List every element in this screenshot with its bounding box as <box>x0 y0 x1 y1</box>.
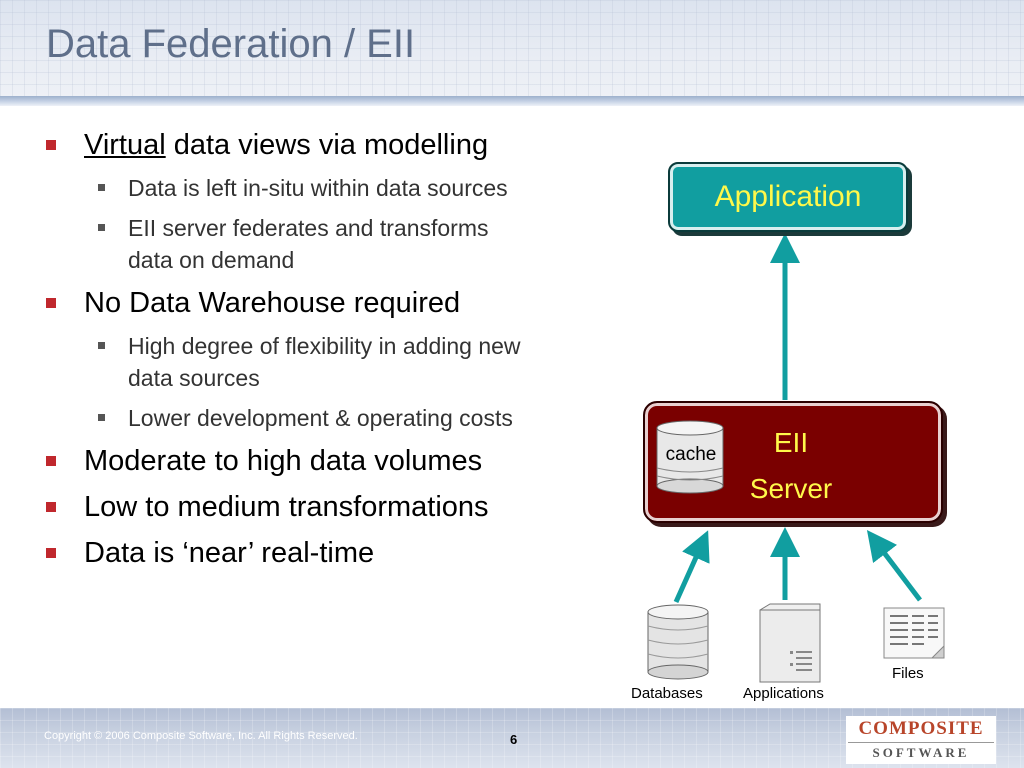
sub-bullet-text: EII server federates and transforms data… <box>128 215 489 273</box>
bullet-marker-icon <box>46 298 56 308</box>
files-label: Files <box>892 665 924 682</box>
title-rule <box>0 96 1024 106</box>
bullet-marker-icon <box>46 140 56 150</box>
cache-icon <box>656 420 724 494</box>
sub-bullet-text: High degree of flexibility in adding new… <box>128 333 521 391</box>
page-number: 6 <box>510 732 518 747</box>
application-box: Application <box>668 162 908 232</box>
bullet-list: Virtual data views via modelling Data is… <box>46 126 586 580</box>
bullet-real-time: Data is ‘near’ real-time <box>46 534 586 572</box>
composite-software-logo: COMPOSITE SOFTWARE <box>846 716 996 764</box>
logo-top-text: COMPOSITE <box>858 718 984 739</box>
arrow-files-to-eii <box>866 530 922 602</box>
sub-bullet-marker-icon <box>98 414 105 421</box>
eii-label-line2: Server <box>749 473 833 504</box>
arrow-databases-to-eii <box>673 530 710 604</box>
copyright-text: Copyright © 2006 Composite Software, Inc… <box>44 730 358 742</box>
sub-bullet-marker-icon <box>98 184 105 191</box>
bullet-virtual: Virtual data views via modelling <box>46 126 586 164</box>
bullet-marker-icon <box>46 456 56 466</box>
eii-label-line1: EII <box>773 427 809 458</box>
bullet-text: Low to medium transformations <box>84 491 489 523</box>
bullet-marker-icon <box>46 548 56 558</box>
bullet-no-warehouse: No Data Warehouse required <box>46 284 586 322</box>
logo-bottom-text: SOFTWARE <box>872 745 970 760</box>
application-server-icon <box>759 603 821 683</box>
sub-bullet-text: Data is left in-situ within data sources <box>128 175 508 201</box>
bullet-text: No Data Warehouse required <box>84 287 461 319</box>
eii-server-label: EII Server <box>736 420 846 512</box>
database-icon <box>647 604 709 680</box>
bullet-text: Data is ‘near’ real-time <box>84 537 375 569</box>
sub-bullet-marker-icon <box>98 224 105 231</box>
sub-bullet: High degree of flexibility in adding new… <box>46 330 528 394</box>
application-label: Application <box>714 180 862 213</box>
sub-bullet: Lower development & operating costs <box>46 402 528 434</box>
bullet-text: data views via modelling <box>165 129 489 161</box>
bullet-volumes: Moderate to high data volumes <box>46 442 586 480</box>
databases-label: Databases <box>631 685 703 702</box>
file-icon <box>883 607 945 659</box>
logo-divider <box>848 742 994 743</box>
bullet-text: Moderate to high data volumes <box>84 445 483 477</box>
cache-label: cache <box>665 444 717 465</box>
bullet-marker-icon <box>46 502 56 512</box>
sub-bullet-text: Lower development & operating costs <box>128 405 513 431</box>
slide-title: Data Federation / EII <box>46 22 416 66</box>
applications-label: Applications <box>743 685 824 702</box>
bullet-underlined-word: Virtual <box>84 129 166 161</box>
sub-bullet: EII server federates and transforms data… <box>46 212 528 276</box>
sub-bullet-marker-icon <box>98 342 105 349</box>
sub-bullet: Data is left in-situ within data sources <box>46 172 528 204</box>
title-bar <box>0 0 1024 98</box>
bullet-transformations: Low to medium transformations <box>46 488 586 526</box>
